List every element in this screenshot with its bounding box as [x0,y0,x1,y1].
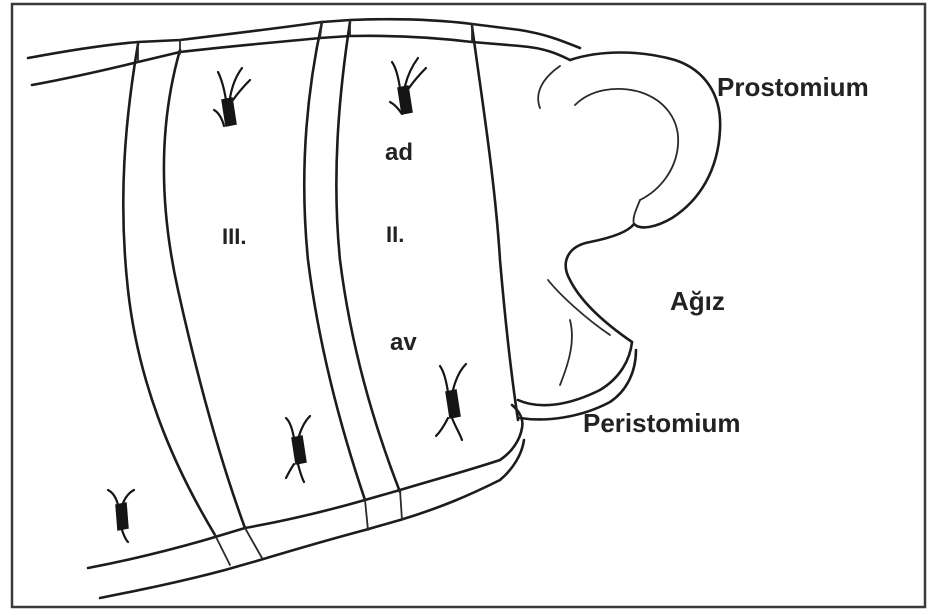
label-peristomium: Peristomium [583,408,741,438]
seta-tuft-upper-left [214,68,250,126]
label-av: av [390,329,417,356]
label-segment-3: III. [222,224,246,249]
label-segment-2: II. [386,222,404,247]
body-outline [28,19,720,598]
label-prostomium: Prostomium [717,72,869,102]
label-ad: ad [385,139,413,166]
seta-tuft-lower-right [436,364,466,440]
seta-tuft-lower-left [108,490,134,542]
seta-tuft-lower-mid [286,416,310,482]
label-agiz: Ağız [670,286,725,316]
seta-tuft-upper-mid [390,58,426,114]
